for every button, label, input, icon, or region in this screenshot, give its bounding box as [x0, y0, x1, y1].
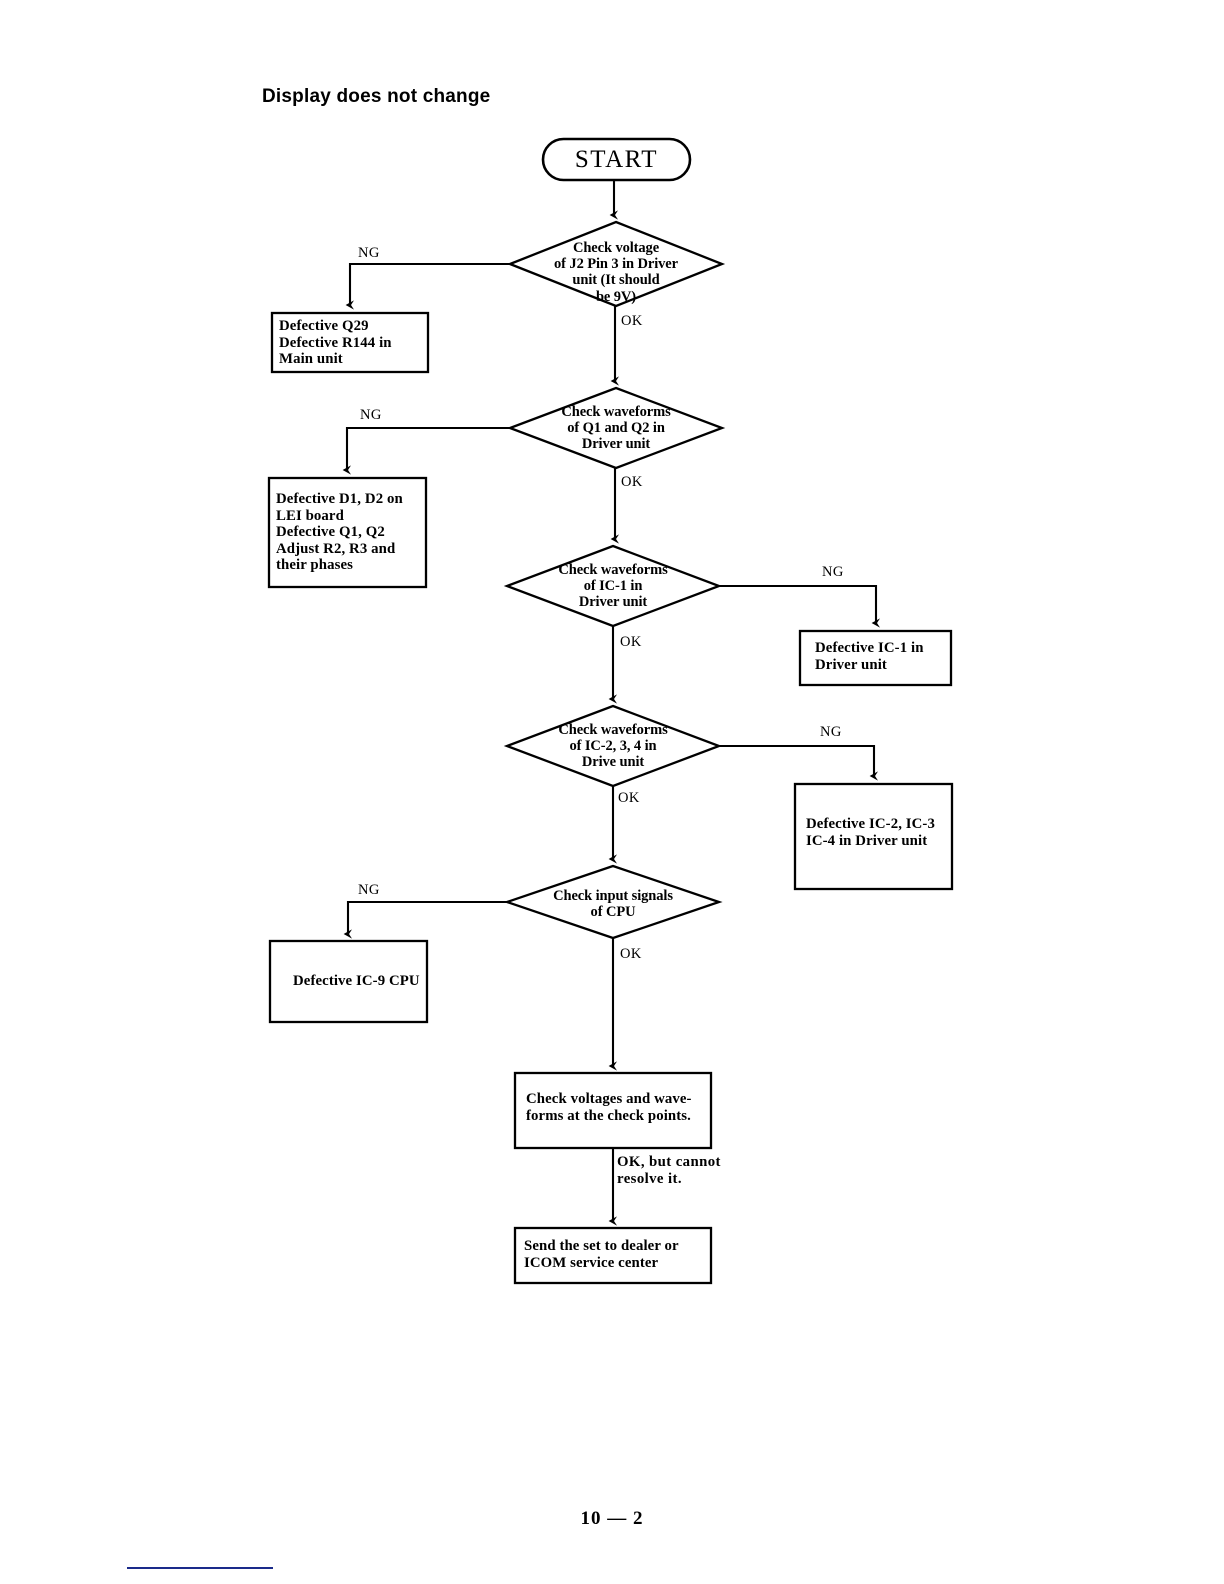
- edge-label-ok-4: OK: [618, 790, 640, 806]
- fail-2-box-shape: [267, 476, 428, 589]
- edge-d4-ng: [717, 744, 878, 781]
- fail-3-label: Defective IC-1 in Driver unit: [815, 640, 924, 673]
- start-terminator-label: START: [574, 146, 659, 173]
- fail-5-label: Defective IC-9 CPU: [293, 973, 420, 989]
- edge-label-ng-4: NG: [820, 724, 842, 740]
- decision-1-label: Check voltage of J2 Pin 3 in Driver unit…: [554, 240, 678, 305]
- edge-label-ng-1: NG: [358, 245, 380, 261]
- edge-d2-ng: [342, 426, 512, 475]
- process-7-label: Send the set to dealer or ICOM service c…: [524, 1238, 679, 1271]
- process-6-label: Check voltages and wave- forms at the ch…: [526, 1091, 692, 1124]
- fail-1-label: Defective Q29 Defective R144 in Main uni…: [279, 318, 392, 368]
- decision-2-label: Check waveforms of Q1 and Q2 in Driver u…: [561, 404, 671, 453]
- page-number: 10 — 2: [580, 1508, 644, 1529]
- edge-label-ng-3: NG: [822, 564, 844, 580]
- edge-label-ok-3: OK: [620, 634, 642, 650]
- edge-label-ok-1: OK: [621, 313, 643, 329]
- edge-label-ng-2: NG: [360, 407, 382, 423]
- fail-3-box-shape: [798, 629, 953, 687]
- fail-1-box-shape: [270, 311, 430, 374]
- edge-label-ok-cannot-resolve: OK, but cannot resolve it.: [617, 1154, 721, 1188]
- edge-label-ok-2: OK: [621, 474, 643, 490]
- decision-3-label: Check waveforms of IC-1 in Driver unit: [558, 562, 668, 611]
- start-terminator-shape: [541, 137, 692, 182]
- decision-4-label: Check waveforms of IC-2, 3, 4 in Drive u…: [558, 722, 668, 771]
- edge-d3-ng: [717, 584, 880, 628]
- edge-label-ok-5: OK: [620, 946, 642, 962]
- fail-5-box-shape: [268, 939, 429, 1024]
- process-7-box-shape: [513, 1226, 713, 1285]
- decision-5-label: Check input signals of CPU: [553, 888, 673, 921]
- bottom-rule-mark: [127, 1567, 273, 1569]
- edge-d5-ng: [343, 900, 509, 939]
- page-title: Display does not change: [262, 86, 491, 107]
- edge-label-ng-5: NG: [358, 882, 380, 898]
- fail-4-label: Defective IC-2, IC-3 IC-4 in Driver unit: [806, 816, 935, 849]
- fail-2-label: Defective D1, D2 on LEI board Defective …: [276, 491, 403, 574]
- fail-4-box-shape: [793, 782, 954, 891]
- edge-d1-ng: [345, 262, 512, 310]
